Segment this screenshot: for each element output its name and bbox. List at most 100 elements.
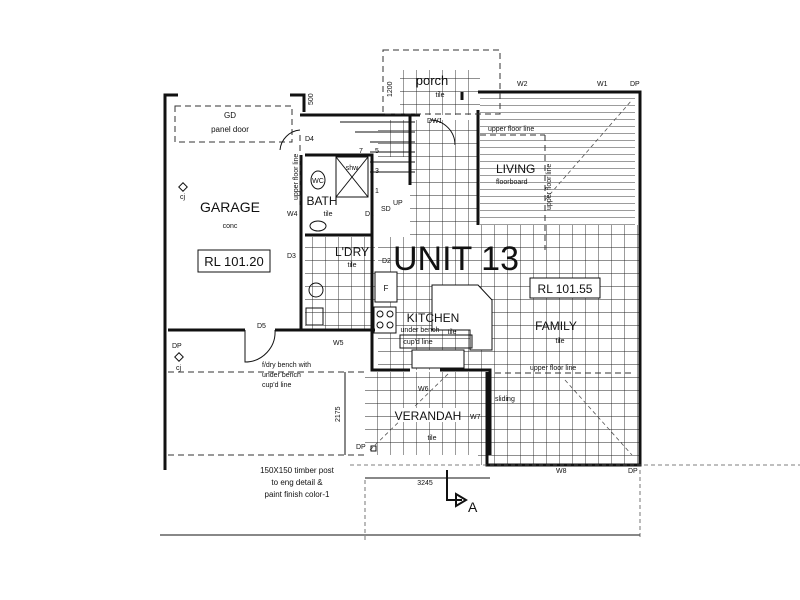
upper-floor-line-label: upper floor line <box>488 126 534 133</box>
downpipe-label: DP <box>172 343 182 350</box>
window-w7: W7 <box>470 414 481 421</box>
downpipe-label: DP <box>630 81 640 88</box>
garage-door-type: panel door <box>211 125 249 134</box>
laundry-finish: tile <box>348 262 357 269</box>
diagonal-line <box>369 371 451 451</box>
kitchen-fridge-space <box>374 271 398 303</box>
kitchen-sink <box>411 349 465 369</box>
kitchen-cooktop <box>373 306 397 334</box>
garage-door-code: GD <box>224 111 236 120</box>
cj-marker-icon <box>178 182 188 192</box>
door-d1: D1 <box>365 211 374 218</box>
shower <box>335 156 369 198</box>
door-d2: D2 <box>382 258 391 265</box>
door-d3: D3 <box>287 253 296 260</box>
cooktop-burner <box>386 310 394 318</box>
verandah-label-bg <box>397 408 459 422</box>
door-swing-d4 <box>279 129 301 151</box>
garage-label: GARAGE <box>200 199 260 215</box>
family-finish: tile <box>556 338 565 345</box>
stair-up-label: UP <box>393 200 403 207</box>
family-level: RL 101.55 <box>538 282 593 296</box>
timber-post-note: paint finish color-1 <box>265 490 330 499</box>
timber-post-note: to eng detail & <box>271 478 323 487</box>
window-w6: W6 <box>418 386 429 393</box>
downpipe-label: DP <box>628 468 638 475</box>
cj-label: cj <box>176 365 182 372</box>
door-swing-d5 <box>244 329 276 363</box>
cj-marker-icon <box>174 352 184 362</box>
cooktop-burner <box>376 321 384 329</box>
laundry-tiles <box>305 235 375 330</box>
window-w4: W4 <box>287 211 298 218</box>
kitchen-finish: tile <box>448 329 457 336</box>
door-d4: D4 <box>305 136 314 143</box>
fridge-label: F <box>384 284 389 293</box>
living-label: LIVING <box>496 162 535 176</box>
garage-door <box>174 105 293 143</box>
shower-diagonal <box>335 156 369 198</box>
window-w5: W5 <box>333 340 344 347</box>
upper-floor-line-label: upper floor line <box>546 164 553 210</box>
basin <box>309 220 327 232</box>
unit-label: UNIT 13 <box>393 240 519 278</box>
verandah-width-dim: 3245 <box>417 480 433 487</box>
porch-label: porch <box>416 73 449 88</box>
post-icon <box>370 445 377 452</box>
kitchen-label: KITCHEN <box>407 311 460 325</box>
laundry-tub <box>305 307 324 326</box>
section-marker <box>446 470 468 508</box>
window-w8: W8 <box>556 468 567 475</box>
garage-finish: conc <box>223 223 238 230</box>
section-marker-label: A <box>468 499 478 515</box>
living-finish: floorboard <box>496 179 528 186</box>
door-swing-dw1 <box>429 119 456 146</box>
washing-machine <box>308 282 324 298</box>
door-d5: D5 <box>257 323 266 330</box>
smoke-detector-label: SD <box>381 206 391 213</box>
kitchen-cupd-line <box>399 334 473 349</box>
living-floorboards <box>480 98 635 225</box>
porch-dim: 1200 <box>387 81 394 97</box>
stair-number: 3 <box>375 168 379 175</box>
diagonal-line <box>544 99 633 201</box>
bath-finish: tile <box>324 211 333 218</box>
porch-outline <box>382 49 501 115</box>
kitchen-bench <box>431 284 493 351</box>
timber-post-note: 150X150 timber post <box>260 466 335 475</box>
cooktop-burner <box>376 310 384 318</box>
downpipe-label: DP <box>356 444 366 451</box>
window-w1: W1 <box>597 81 608 88</box>
family-label: FAMILY <box>535 319 577 333</box>
cj-label: cj <box>180 194 186 201</box>
kitchen-cupd-line-label: cup'd line <box>403 339 432 346</box>
cooktop-burner <box>386 321 394 329</box>
window-w2: W2 <box>517 81 528 88</box>
verandah-label: VERANDAH <box>395 409 462 423</box>
laundry-label: L'DRY <box>335 245 369 259</box>
wc-label: WC <box>312 178 324 185</box>
porch-finish: tile <box>436 92 445 99</box>
toilet <box>310 170 326 190</box>
shower-label: shw <box>346 165 359 172</box>
garage-dim: 500 <box>308 93 315 105</box>
staircase <box>340 121 415 173</box>
family-level-box <box>529 277 601 299</box>
upper-floor-line-label: upper floor line <box>530 365 576 372</box>
family-tiles <box>478 225 640 465</box>
bath-label: BATH <box>306 194 337 208</box>
door-dw1: DW1 <box>427 118 443 125</box>
laundry-bench-note: under bench <box>262 372 301 379</box>
laundry-bench-note: f/dry bench with <box>262 362 311 369</box>
garage-level-box <box>197 249 271 273</box>
kitchen-note: under bench <box>401 327 440 334</box>
garage-level: RL 101.20 <box>204 254 264 269</box>
verandah-finish: tile <box>428 435 437 442</box>
stair-number: 7 <box>359 148 363 155</box>
sliding-label: sliding <box>495 396 515 403</box>
verandah-depth-dim: 2175 <box>335 406 342 422</box>
laundry-bench-note: cup'd line <box>262 382 291 389</box>
stair-number: 5 <box>375 148 379 155</box>
diagonal-line <box>564 379 633 456</box>
